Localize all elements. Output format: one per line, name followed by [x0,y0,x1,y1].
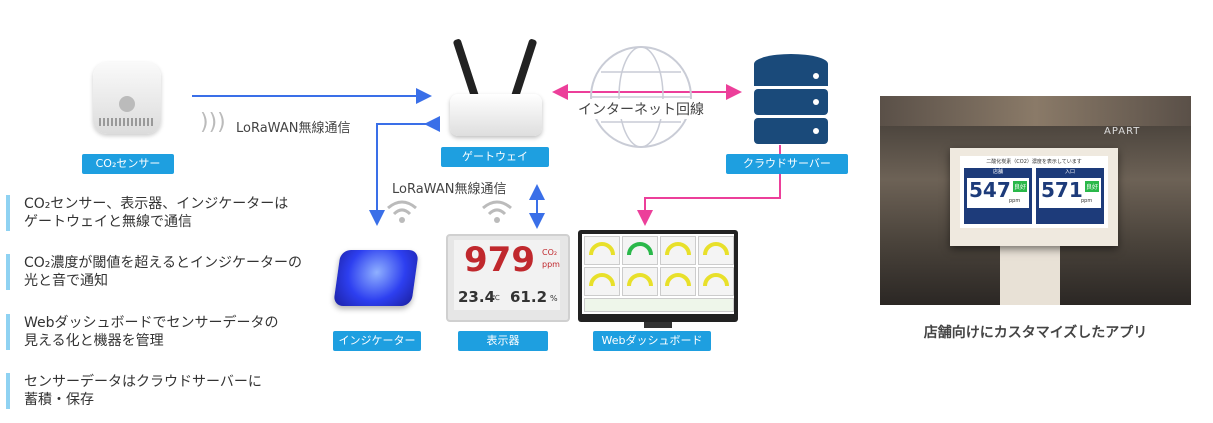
wifi-icon [480,198,514,226]
display-device: 979 CO₂ ppm 23.4 ℃ 61.2 % [446,234,570,322]
gauge-panel [660,236,696,265]
gauge-panel [622,236,658,265]
web-dashboard-tag: Webダッシュボード [593,331,711,351]
gateway-tag: ゲートウェイ [441,147,549,167]
kiosk-right-label: 入口 [1036,168,1104,175]
lorawan-mid-label: LoRaWAN無線通信 [392,178,506,197]
feature-bullet: CO₂センサー、表示器、インジケーターは ゲートウェイと無線で通信 [6,195,334,231]
gauge-panel [698,236,734,265]
globe-icon [586,42,696,152]
feature-bullet: CO₂濃度が閾値を超えるとインジケーターの 光と音で通知 [6,254,334,290]
database-icon [752,52,830,148]
store-sign: APART [1104,126,1140,137]
gauge-panel [584,236,620,265]
web-dashboard-monitor [578,230,738,322]
indicator-tag: インジケーター [333,331,421,351]
cloud-server-tag: クラウドサーバー [726,154,848,174]
gauge-panel [584,267,620,296]
temperature-reading: 23.4 [458,288,495,306]
gauge-panel [622,267,658,296]
indicator-device [333,250,419,306]
temperature-unit: ℃ [492,294,500,302]
feature-bullet: Webダッシュボードでセンサーデータの 見える化と機器を管理 [6,314,334,350]
kiosk-header: 二酸化炭素（CO2）濃度を表示しています [960,156,1108,165]
co2-sensor-tag: CO₂センサー [82,154,174,174]
kiosk-left-badge: 良好 [1013,181,1027,192]
humidity-unit: % [550,294,558,303]
kiosk-right-value: 571 [1041,178,1083,202]
wireless-signal-icon: ))) [200,110,226,135]
internet-label: インターネット回線 [576,99,706,119]
kiosk-caption: 店舗向けにカスタマイズしたアプリ [880,322,1191,342]
co2-reading: 979 [464,240,535,280]
gateway-device [440,38,550,138]
co2-sensor-device [93,62,161,134]
kiosk-photo: APART 二酸化炭素（CO2）濃度を表示しています 店舗 547 良好 ppm… [880,96,1191,305]
kiosk-left-label: 店舗 [964,168,1032,175]
display-tag: 表示器 [458,331,548,351]
kiosk-left-value: 547 [969,178,1011,202]
co2-unit-label: CO₂ [542,248,557,257]
kiosk-right-badge: 良好 [1085,181,1099,192]
kiosk-left-unit: ppm [1009,198,1020,204]
lorawan-top-label: LoRaWAN無線通信 [236,117,350,136]
wifi-icon [385,198,419,226]
ppm-unit-label: ppm [542,260,560,269]
gauge-panel [698,267,734,296]
feature-bullet: センサーデータはクラウドサーバーに 蓄積・保存 [6,373,334,409]
monitor-stand [644,322,672,328]
gauge-panel [660,267,696,296]
humidity-reading: 61.2 [510,288,547,306]
kiosk-right-unit: ppm [1081,198,1092,204]
